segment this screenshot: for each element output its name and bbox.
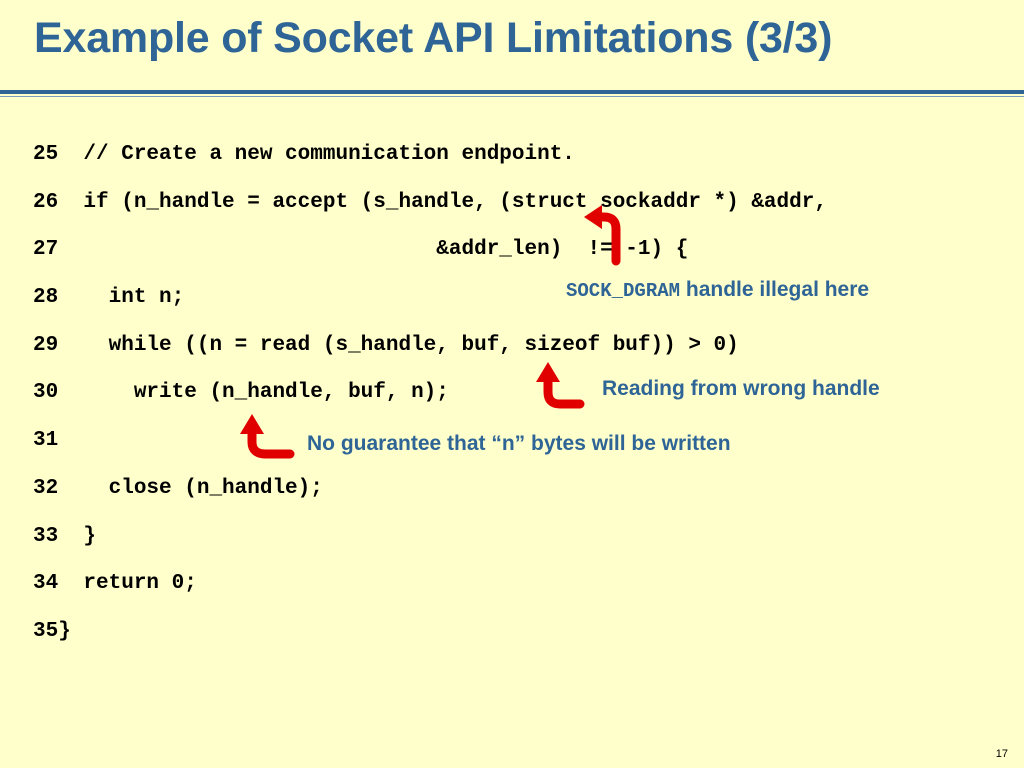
- code-text: while ((n = read (s_handle, buf, sizeof …: [58, 333, 739, 357]
- line-number: 32: [33, 476, 59, 500]
- line-number: 33: [33, 524, 59, 548]
- code-text: &addr_len) != -1) {: [58, 238, 689, 262]
- code-text: close (n_handle);: [58, 476, 323, 500]
- code-line: 33 }: [33, 521, 827, 569]
- code-line: 29 while ((n = read (s_handle, buf, size…: [33, 330, 827, 378]
- code-line: 26 if (n_handle = accept (s_handle, (str…: [33, 187, 827, 235]
- page-number: 17: [995, 748, 1008, 760]
- annotation-code: SOCK_DGRAM: [566, 280, 681, 302]
- annotation-no-guarantee: No guarantee that “n” bytes will be writ…: [307, 432, 731, 455]
- code-text: // Create a new communication endpoint.: [58, 143, 575, 166]
- line-number: 34: [33, 572, 59, 596]
- code-line: 30 write (n_handle, buf, n);: [33, 377, 827, 425]
- code-text: }: [58, 619, 71, 643]
- code-text: }: [58, 524, 97, 548]
- code-line: 32 close (n_handle);: [33, 473, 827, 521]
- curved-arrow-icon: [536, 362, 585, 409]
- code-line: 27 &addr_len) != -1) {: [33, 234, 827, 282]
- line-number: 25: [33, 143, 59, 166]
- title-divider: [0, 90, 1024, 94]
- line-number: 30: [33, 381, 59, 405]
- code-text: write (n_handle, buf, n);: [58, 381, 449, 405]
- slide-title: Example of Socket API Limitations (3/3): [34, 14, 833, 62]
- curved-arrow-icon: [240, 414, 295, 459]
- code-line: 35}: [33, 616, 827, 664]
- annotation-text: handle illegal here: [680, 278, 870, 301]
- line-number: 31: [33, 429, 59, 453]
- annotation-wrong-handle: Reading from wrong handle: [602, 377, 880, 400]
- code-text: return 0;: [58, 572, 197, 596]
- code-text: if (n_handle = accept (s_handle, (struct…: [58, 190, 827, 214]
- code-line: 28 int n;: [33, 282, 827, 330]
- line-number: 26: [33, 190, 59, 214]
- annotation-sock-dgram: SOCK_DGRAM handle illegal here: [566, 278, 869, 302]
- line-number: 29: [33, 333, 59, 357]
- code-text: int n;: [58, 286, 185, 310]
- line-number: 35: [33, 619, 59, 643]
- code-line: 31: [33, 425, 827, 473]
- curved-arrow-icon: [584, 205, 621, 266]
- code-listing: 25 // Create a new communication endpoin…: [33, 139, 827, 664]
- code-line: 34 return 0;: [33, 568, 827, 616]
- line-number: 28: [33, 286, 59, 310]
- title-divider-thin: [0, 96, 1024, 97]
- line-number: 27: [33, 238, 59, 262]
- code-line: 25 // Create a new communication endpoin…: [33, 139, 827, 187]
